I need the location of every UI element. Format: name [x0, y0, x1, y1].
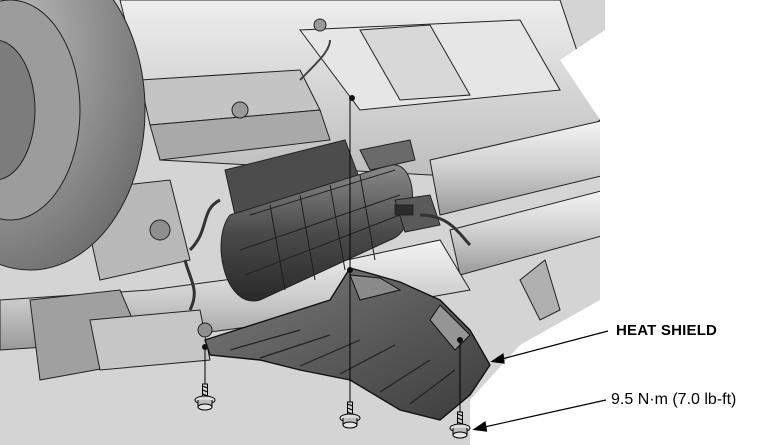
flange-bolt: [449, 411, 471, 439]
evap-canister: [220, 139, 472, 302]
flange-bolt: [339, 401, 361, 429]
torque-arrowhead: [472, 420, 488, 432]
torque-spec-callout: 9.5 N·m (7.0 lb-ft): [611, 391, 737, 408]
heat-shield-leader: [497, 330, 609, 361]
fastener-centerlines: [204, 98, 461, 412]
flange-bolt: [194, 383, 216, 411]
heat-shield-callout: HEAT SHIELD: [616, 322, 718, 339]
tire: [0, 0, 146, 271]
torque-leader: [479, 399, 607, 429]
leader-lines: [472, 330, 609, 432]
heat-shield-arrowhead: [490, 352, 505, 364]
